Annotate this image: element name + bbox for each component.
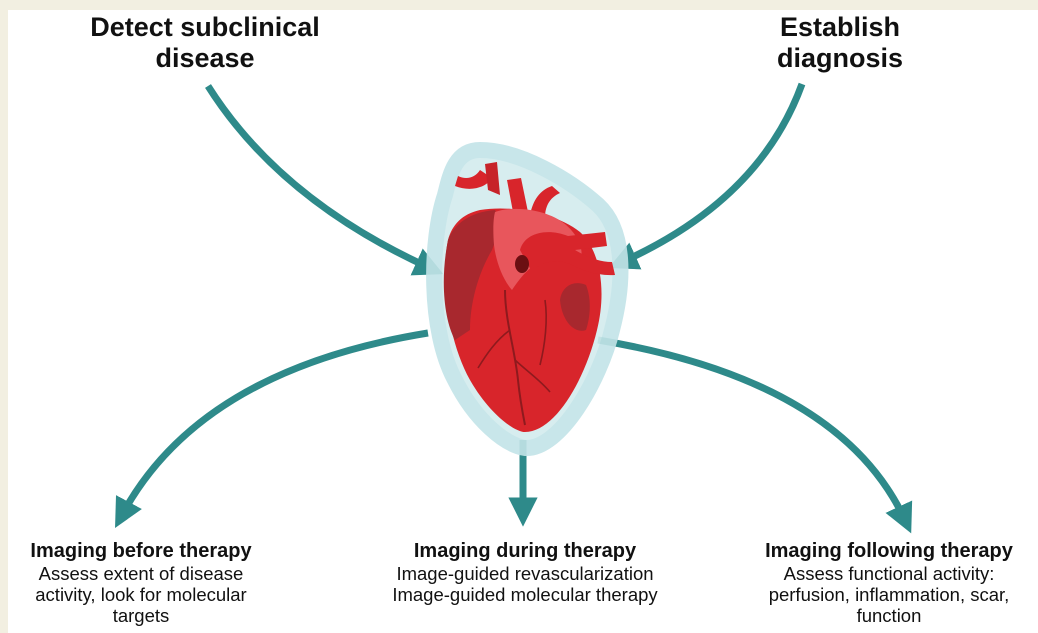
arrow-detect-to-heart bbox=[208, 86, 430, 268]
stage-title: Imaging before therapy bbox=[0, 540, 282, 563]
label-detect-subclinical-disease: Detect subclinical disease bbox=[60, 12, 350, 74]
stage-title: Imaging following therapy bbox=[740, 540, 1038, 563]
stage-title: Imaging during therapy bbox=[350, 540, 700, 563]
arrow-heart-to-before bbox=[122, 333, 428, 515]
stage-line: Assess extent of disease bbox=[0, 563, 282, 584]
stage-line: targets bbox=[0, 605, 282, 626]
stage-line: function bbox=[740, 605, 1038, 626]
label-line: disease bbox=[155, 43, 254, 73]
label-line: diagnosis bbox=[777, 43, 903, 73]
stage-line: Assess functional activity: bbox=[740, 563, 1038, 584]
stage-line: perfusion, inflammation, scar, bbox=[740, 584, 1038, 605]
label-line: Establish bbox=[780, 12, 900, 42]
stage-imaging-before-therapy: Imaging before therapy Assess extent of … bbox=[0, 540, 282, 626]
stage-imaging-during-therapy: Imaging during therapy Image-guided reva… bbox=[350, 540, 700, 605]
label-line: Detect subclinical bbox=[90, 12, 320, 42]
heart-icon bbox=[434, 150, 620, 448]
stage-imaging-following-therapy: Imaging following therapy Assess functio… bbox=[740, 540, 1038, 626]
stage-line: activity, look for molecular bbox=[0, 584, 282, 605]
stage-line: Image-guided molecular therapy bbox=[350, 584, 700, 605]
arrow-heart-to-after bbox=[598, 340, 905, 520]
stage-line: Image-guided revascularization bbox=[350, 563, 700, 584]
arrow-diagnosis-to-heart bbox=[622, 84, 802, 262]
label-establish-diagnosis: Establish diagnosis bbox=[735, 12, 945, 74]
